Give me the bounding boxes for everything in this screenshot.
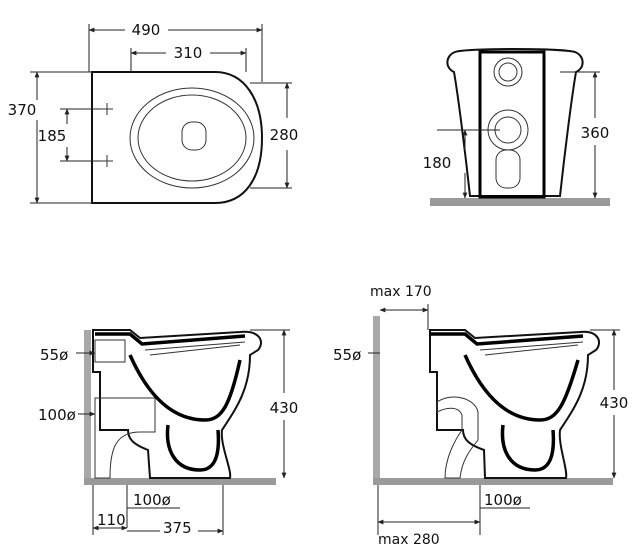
top-view: 490 310 370 185 280 xyxy=(8,21,299,204)
front-view-outline xyxy=(446,48,584,197)
dim-overall-width: 490 xyxy=(132,21,161,39)
dim-bowl-width: 310 xyxy=(174,44,203,62)
side-view-left: 55ø 100ø 430 100ø 110 375 xyxy=(38,329,299,537)
bowl-inner xyxy=(137,94,247,182)
dim-fix-spacing: 185 xyxy=(38,127,67,145)
dim-floor-outlet-dia: 100ø xyxy=(484,491,522,509)
dim-overall-depth: 370 xyxy=(8,101,37,119)
dim-outlet-height: 180 xyxy=(423,154,452,172)
floor xyxy=(430,198,610,206)
wall xyxy=(373,316,380,482)
dim-depth: 375 xyxy=(163,519,192,537)
dim-outlet-dia: 100ø xyxy=(38,406,76,424)
dim-inlet-dia: 55ø xyxy=(333,346,361,364)
dim-max-bottom: max 280 xyxy=(378,532,440,548)
dim-inlet-dia: 55ø xyxy=(40,346,68,364)
drain-hole xyxy=(181,121,207,151)
dim-floor-outlet-dia: 100ø xyxy=(133,491,171,509)
side-view-right: max 170 55ø 430 100ø max 280 xyxy=(333,284,628,548)
rear-panel xyxy=(478,50,546,199)
floor xyxy=(373,478,613,485)
dim-inner-depth: 280 xyxy=(270,126,299,144)
bowl-rim xyxy=(129,87,255,189)
floor xyxy=(84,478,276,485)
dim-height: 430 xyxy=(270,399,299,417)
front-view: 360 180 xyxy=(423,48,610,206)
dim-max-top: max 170 xyxy=(370,284,432,300)
wall xyxy=(84,330,91,482)
dim-wall-offset: 110 xyxy=(97,511,126,529)
top-view-outline xyxy=(91,71,264,204)
dim-height: 430 xyxy=(600,394,629,412)
fixing-hole-icon xyxy=(101,103,113,167)
dim-total-height: 360 xyxy=(581,124,610,142)
